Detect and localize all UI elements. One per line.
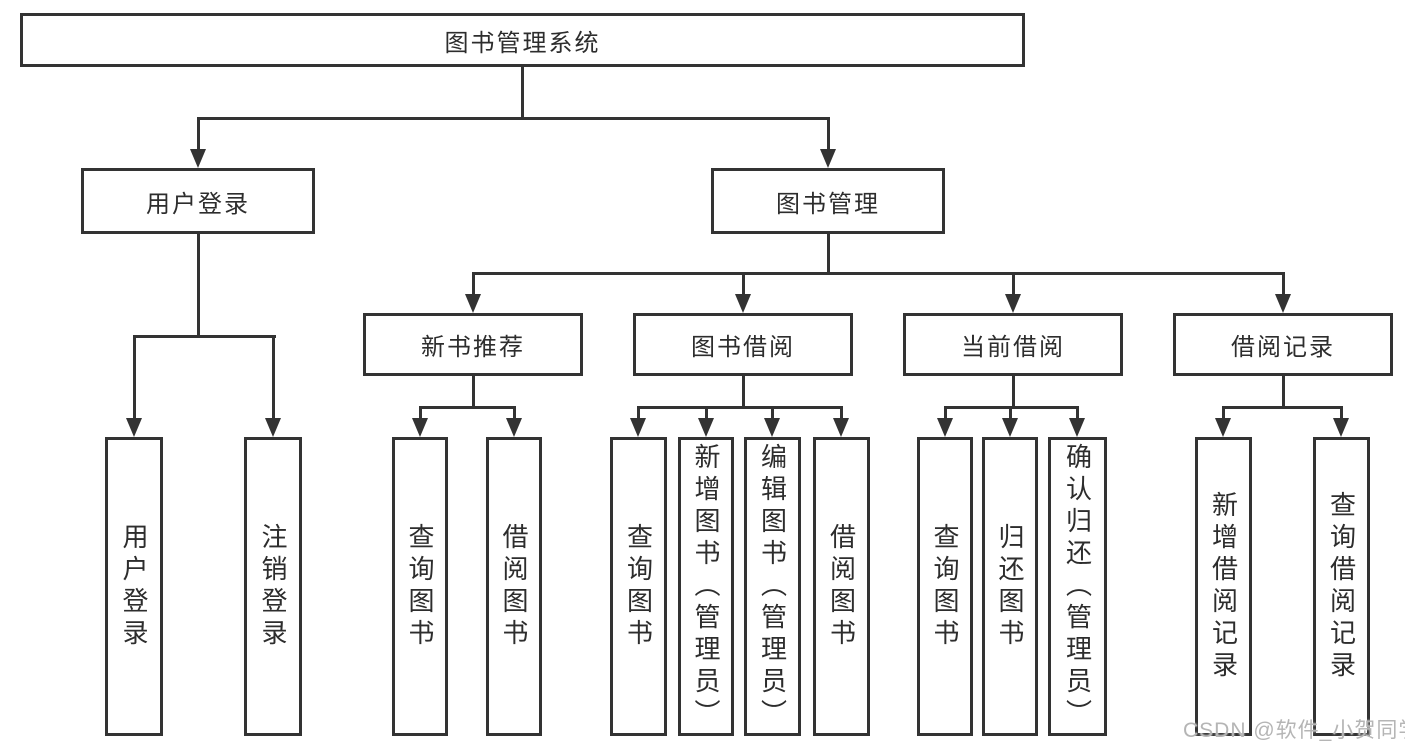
connector-line bbox=[827, 117, 830, 152]
arrowhead-down-icon bbox=[506, 418, 522, 437]
arrowhead-down-icon bbox=[412, 418, 428, 437]
connector-line bbox=[1222, 406, 1343, 409]
arrowhead-down-icon bbox=[1069, 418, 1085, 437]
connector-line bbox=[840, 406, 843, 420]
connector-line bbox=[705, 406, 708, 420]
arrowhead-down-icon bbox=[265, 418, 281, 437]
connector-line bbox=[1282, 376, 1285, 409]
arrowhead-down-icon bbox=[465, 294, 481, 313]
connector-line bbox=[419, 406, 516, 409]
connector-line bbox=[197, 117, 200, 152]
leaf-user-login: 用户登录 bbox=[105, 437, 163, 736]
leaf-record-add-record: 新增借阅记录 bbox=[1195, 437, 1252, 736]
node-book-management: 图书管理 bbox=[711, 168, 945, 234]
connector-line bbox=[1222, 406, 1225, 420]
leaf-newbook-borrow-book: 借阅图书 bbox=[486, 437, 542, 736]
connector-line bbox=[197, 117, 830, 120]
connector-line bbox=[513, 406, 516, 420]
connector-line bbox=[1009, 406, 1012, 420]
arrowhead-down-icon bbox=[190, 149, 206, 168]
arrowhead-down-icon bbox=[1215, 418, 1231, 437]
connector-line bbox=[133, 335, 136, 420]
connector-line bbox=[827, 234, 830, 275]
connector-line bbox=[742, 376, 745, 409]
node-user-login: 用户登录 bbox=[81, 168, 315, 234]
arrowhead-down-icon bbox=[126, 418, 142, 437]
arrowhead-down-icon bbox=[698, 418, 714, 437]
connector-line bbox=[637, 406, 640, 420]
leaf-logout: 注销登录 bbox=[244, 437, 302, 736]
connector-line bbox=[1340, 406, 1343, 420]
leaf-newbook-query-book: 查询图书 bbox=[392, 437, 448, 736]
node-borrow-record: 借阅记录 bbox=[1173, 313, 1393, 376]
connector-line bbox=[1282, 272, 1285, 297]
leaf-borrow-borrow-book: 借阅图书 bbox=[813, 437, 870, 736]
connector-line bbox=[133, 335, 276, 338]
watermark-text: CSDN @软件_小贺同学 bbox=[1183, 719, 1405, 742]
arrowhead-down-icon bbox=[833, 418, 849, 437]
connector-line bbox=[1012, 376, 1015, 409]
arrowhead-down-icon bbox=[937, 418, 953, 437]
leaf-borrow-edit-book-admin: 编辑图书（管理员） bbox=[744, 437, 801, 736]
leaf-current-confirm-return-admin: 确认归还（管理员） bbox=[1048, 437, 1107, 736]
connector-line bbox=[197, 234, 200, 335]
arrowhead-down-icon bbox=[630, 418, 646, 437]
connector-line bbox=[1012, 272, 1015, 297]
connector-line bbox=[521, 67, 524, 117]
connector-line bbox=[472, 272, 475, 297]
leaf-borrow-add-book-admin: 新增图书（管理员） bbox=[678, 437, 734, 736]
leaf-current-query-book: 查询图书 bbox=[917, 437, 973, 736]
arrowhead-down-icon bbox=[1005, 294, 1021, 313]
arrowhead-down-icon bbox=[735, 294, 751, 313]
node-current-borrow: 当前借阅 bbox=[903, 313, 1123, 376]
connector-line bbox=[742, 272, 745, 297]
connector-line bbox=[472, 272, 1285, 275]
arrowhead-down-icon bbox=[820, 149, 836, 168]
arrowhead-down-icon bbox=[1002, 418, 1018, 437]
connector-line bbox=[1076, 406, 1079, 420]
arrowhead-down-icon bbox=[1275, 294, 1291, 313]
node-book-borrow: 图书借阅 bbox=[633, 313, 853, 376]
arrowhead-down-icon bbox=[1333, 418, 1349, 437]
node-root: 图书管理系统 bbox=[20, 13, 1025, 67]
leaf-current-return-book: 归还图书 bbox=[982, 437, 1038, 736]
connector-line bbox=[944, 406, 947, 420]
connector-line bbox=[419, 406, 422, 420]
connector-line bbox=[272, 335, 275, 420]
arrowhead-down-icon bbox=[764, 418, 780, 437]
node-new-book-recommend: 新书推荐 bbox=[363, 313, 583, 376]
leaf-borrow-query-book: 查询图书 bbox=[610, 437, 667, 736]
connector-line bbox=[637, 406, 843, 409]
leaf-record-query-record: 查询借阅记录 bbox=[1313, 437, 1370, 736]
connector-line bbox=[472, 376, 475, 409]
connector-line bbox=[771, 406, 774, 420]
